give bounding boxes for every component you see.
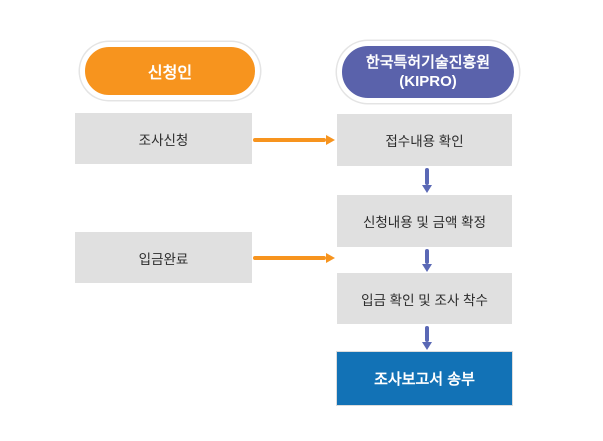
arrow-shaft xyxy=(425,249,429,264)
arrow-head xyxy=(326,135,335,145)
lane-header-applicant-label: 신청인 xyxy=(147,65,193,82)
step-send-investigation-report: 조사보고서 송부 xyxy=(337,352,512,405)
step-investigation-request: 조사신청 xyxy=(75,113,252,164)
step-confirm-deposit-start-investigation: 입금 확인 및 조사 착수 xyxy=(337,273,512,324)
arrow-shaft xyxy=(253,138,326,142)
lane-header-kipro-label-line1: 한국특허기술진흥원 xyxy=(365,54,491,71)
lane-header-applicant: 신청인 xyxy=(80,42,260,100)
arrow-right-icon xyxy=(253,134,335,146)
step-label: 접수내용 확인 xyxy=(385,134,464,149)
arrow-head xyxy=(422,185,432,193)
step-confirm-content-and-amount: 신청내용 및 금액 확정 xyxy=(337,195,512,247)
arrow-head xyxy=(422,342,432,350)
step-label: 입금 확인 및 조사 착수 xyxy=(361,292,488,308)
step-check-received-content: 접수내용 확인 xyxy=(337,114,512,166)
arrow-head xyxy=(422,264,432,272)
step-label: 조사신청 xyxy=(138,132,189,148)
arrow-shaft xyxy=(425,326,429,342)
arrow-down-icon xyxy=(420,326,434,350)
arrow-down-icon xyxy=(420,168,434,193)
lane-header-kipro-label-line2: (KIPRO) xyxy=(399,73,457,90)
arrow-shaft xyxy=(253,256,326,260)
lane-header-kipro: 한국특허기술진흥원 (KIPRO) xyxy=(337,41,519,103)
step-label: 조사보고서 송부 xyxy=(374,371,475,388)
step-payment-complete: 입금완료 xyxy=(75,232,252,283)
step-label: 신청내용 및 금액 확정 xyxy=(362,215,487,230)
arrow-shaft xyxy=(425,168,429,185)
arrow-head xyxy=(326,253,335,263)
arrow-right-icon xyxy=(253,252,335,264)
arrow-down-icon xyxy=(420,249,434,272)
step-label: 입금완료 xyxy=(138,251,189,267)
